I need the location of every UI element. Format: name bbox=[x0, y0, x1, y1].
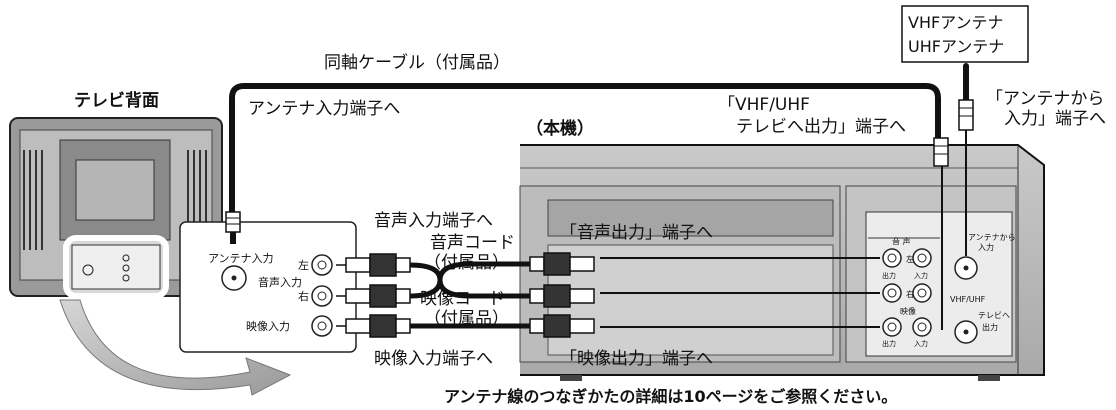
tv-label-audio-input: 音声入力 bbox=[258, 275, 302, 289]
rca-plug-tv-left bbox=[336, 253, 411, 277]
coax-plug-unit-out bbox=[933, 137, 949, 167]
unit-label-output-video: 出力 bbox=[882, 339, 896, 348]
uhf-antenna-label: UHFアンテナ bbox=[908, 37, 1004, 56]
unit-label-left: 左 bbox=[906, 254, 914, 264]
unit-label-video: 映像 bbox=[900, 306, 916, 316]
coax-plug-tv bbox=[225, 211, 241, 244]
audio-out-terminal-label: 「音声出力」端子へ bbox=[560, 223, 713, 243]
video-cord-label-1: 映像コード bbox=[420, 289, 505, 309]
antenna-in-terminal-label: アンテナ入力端子へ bbox=[248, 99, 400, 119]
audio-cord-label-1: 音声コード bbox=[430, 233, 515, 253]
tv-label-right: 右 bbox=[298, 289, 309, 303]
unit-label-output-audio: 出力 bbox=[882, 271, 896, 280]
unit-label-to-tv-1: テレビへ bbox=[978, 311, 1010, 320]
antenna-from-label-1: 「アンテナから bbox=[986, 89, 1104, 109]
rca-cables bbox=[407, 261, 533, 329]
rca-plug-unit-video bbox=[529, 314, 595, 338]
coax-cable-label: 同軸ケーブル（付属品） bbox=[324, 52, 510, 73]
rca-plug-tv-video bbox=[336, 314, 411, 338]
tv-terminal-panel bbox=[179, 221, 357, 353]
rca-plug-unit-right bbox=[529, 284, 595, 308]
tv-back-label: テレビ背面 bbox=[74, 90, 159, 111]
rca-lines-unit bbox=[600, 257, 880, 328]
detail-arrow bbox=[59, 299, 292, 396]
unit-label: （本機） bbox=[526, 118, 594, 139]
unit-label-right: 右 bbox=[906, 289, 914, 299]
coax-plug-antenna bbox=[958, 99, 974, 131]
video-out-terminal-label: 「映像出力」端子へ bbox=[560, 349, 713, 369]
coax-cable bbox=[229, 63, 969, 221]
tv-label-antenna-input: アンテナ入力 bbox=[208, 252, 274, 265]
rca-plug-unit-left bbox=[529, 252, 595, 276]
antenna-from-label-2: 入力」端子へ bbox=[1004, 109, 1106, 129]
unit-label-audio: 音 声 bbox=[892, 236, 911, 246]
unit-label-antenna-from-2: 入力 bbox=[978, 242, 994, 252]
tv-label-left: 左 bbox=[298, 259, 309, 272]
unit-label-antenna-from-1: アンテナから bbox=[968, 233, 1016, 242]
footnote: アンテナ線のつなぎかたの詳細は10ページをご参照ください。 bbox=[444, 387, 897, 406]
unit-label-input-audio: 入力 bbox=[914, 271, 928, 280]
unit-label-to-tv-2: 出力 bbox=[982, 322, 998, 332]
tv-label-video-input: 映像入力 bbox=[246, 320, 290, 333]
audio-in-terminal-label: 音声入力端子へ bbox=[374, 211, 493, 231]
vhf-uhf-out-label-1: 「VHF/UHF bbox=[718, 95, 810, 115]
video-cord-label-2: （付属品） bbox=[424, 309, 509, 329]
antenna-label-box bbox=[901, 5, 1029, 63]
rca-plug-tv-right bbox=[336, 284, 411, 308]
video-in-terminal-label: 映像入力端子へ bbox=[374, 349, 493, 369]
unit-label-vhf-uhf: VHF/UHF bbox=[950, 295, 986, 304]
unit-label-input-video: 入力 bbox=[914, 339, 928, 348]
vhf-antenna-label: VHFアンテナ bbox=[908, 13, 1004, 32]
audio-cord-label-2: （付属品） bbox=[424, 253, 509, 273]
vhf-uhf-out-label-2: テレビへ出力」端子へ bbox=[736, 117, 906, 137]
